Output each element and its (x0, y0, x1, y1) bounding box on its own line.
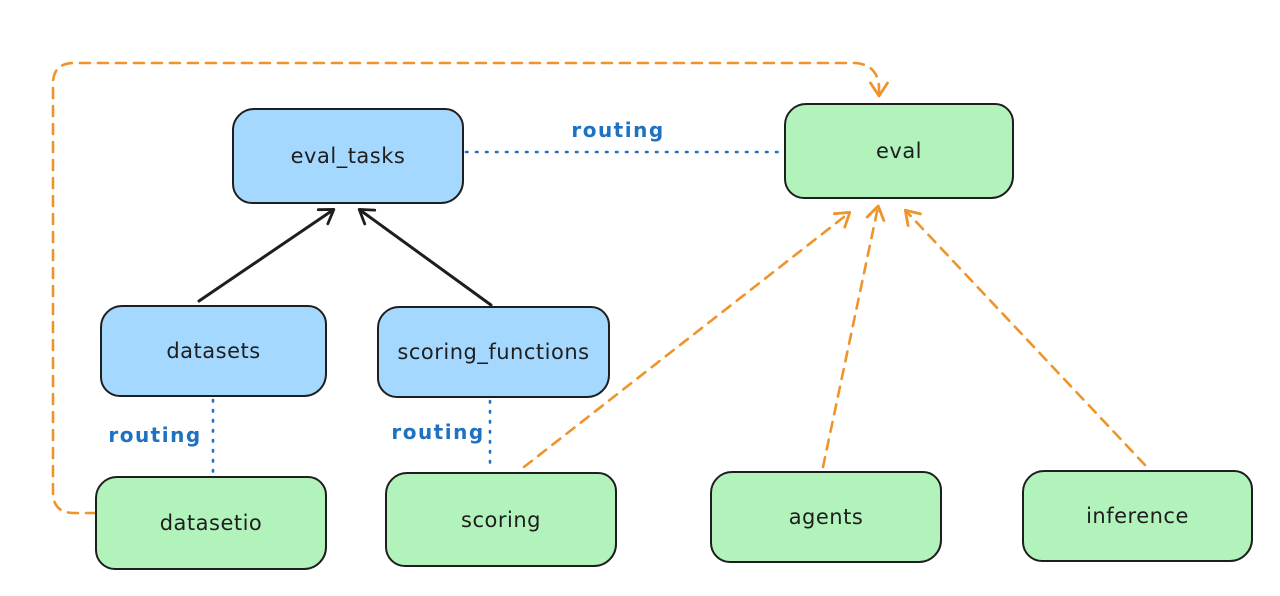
edge-datasets-to-eval-tasks (197, 208, 336, 303)
edge-scoring-functions-to-eval-tasks (357, 208, 493, 307)
edge-agents-to-eval (821, 204, 886, 469)
node-eval: eval (784, 103, 1014, 199)
node-scoring-label: scoring (461, 507, 541, 532)
node-datasets: datasets (100, 305, 327, 397)
node-agents: agents (710, 471, 942, 563)
node-datasetio-label: datasetio (159, 511, 263, 535)
node-inference: inference (1022, 470, 1253, 562)
node-datasets-label: datasets (166, 339, 261, 363)
node-eval-tasks: eval_tasks (232, 108, 464, 204)
node-scoring: scoring (385, 472, 617, 567)
node-scoring-functions: scoring_functions (377, 306, 610, 398)
node-datasetio: datasetio (95, 476, 327, 570)
node-eval-tasks-label: eval_tasks (290, 144, 406, 168)
edge-inference-to-eval (903, 208, 1147, 467)
edge-label-routing-datasets-to-datasetio: routing (108, 423, 202, 447)
edge-datasetio-to-eval-loop (51, 61, 889, 515)
node-agents-label: agents (788, 505, 864, 529)
node-inference-label: inference (1086, 504, 1189, 528)
node-scoring-functions-label: scoring_functions (397, 340, 590, 364)
edge-scoring-to-eval (522, 210, 852, 469)
edge-label-routing-eval-tasks-to-eval: routing (571, 118, 665, 142)
node-eval-label: eval (875, 139, 923, 163)
edge-label-routing-scoring-functions-to-scoring: routing (391, 420, 485, 444)
